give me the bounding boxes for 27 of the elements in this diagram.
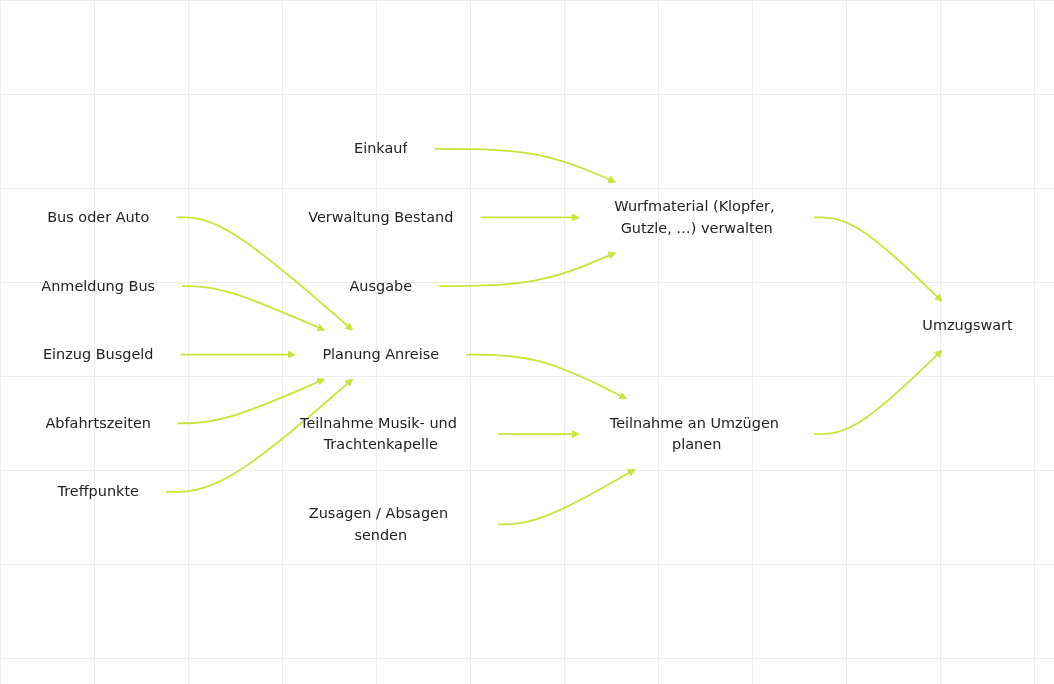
node-text: Planung Anreise xyxy=(322,345,440,363)
arrow xyxy=(181,285,325,332)
node-text: Abfahrtszeiten xyxy=(45,414,151,432)
arrow xyxy=(497,468,636,526)
node-text: Zusagen / Absagen senden xyxy=(308,504,449,544)
node-text: Bus oder Auto xyxy=(47,208,150,226)
node-text: Anmeldung Bus xyxy=(41,277,156,295)
arrow xyxy=(433,147,616,184)
arrow xyxy=(175,216,354,331)
arrow xyxy=(813,349,943,435)
arrow xyxy=(179,350,296,359)
arrow xyxy=(813,216,943,302)
node-text: Teilnahme an Umzügen planen xyxy=(609,414,779,454)
node-text: Wurfmaterial (Klopfer, Gutzle, …) verwalten xyxy=(614,197,775,237)
node-text: Teilnahme Musik- und Trachtenkapelle xyxy=(300,414,457,454)
node-text: Umzugswart xyxy=(922,316,1013,334)
node-text: Ausgabe xyxy=(349,277,413,295)
arrow xyxy=(177,378,325,425)
node-text: Einkauf xyxy=(354,139,408,157)
arrow xyxy=(497,430,580,439)
node-text: Treffpunkte xyxy=(57,482,139,500)
arrow xyxy=(465,353,628,400)
node-text: Einzug Busgeld xyxy=(42,345,154,363)
arrow xyxy=(479,213,580,222)
node-text: Verwaltung Bestand xyxy=(308,208,454,226)
arrow xyxy=(438,251,616,287)
arrow xyxy=(165,378,354,493)
